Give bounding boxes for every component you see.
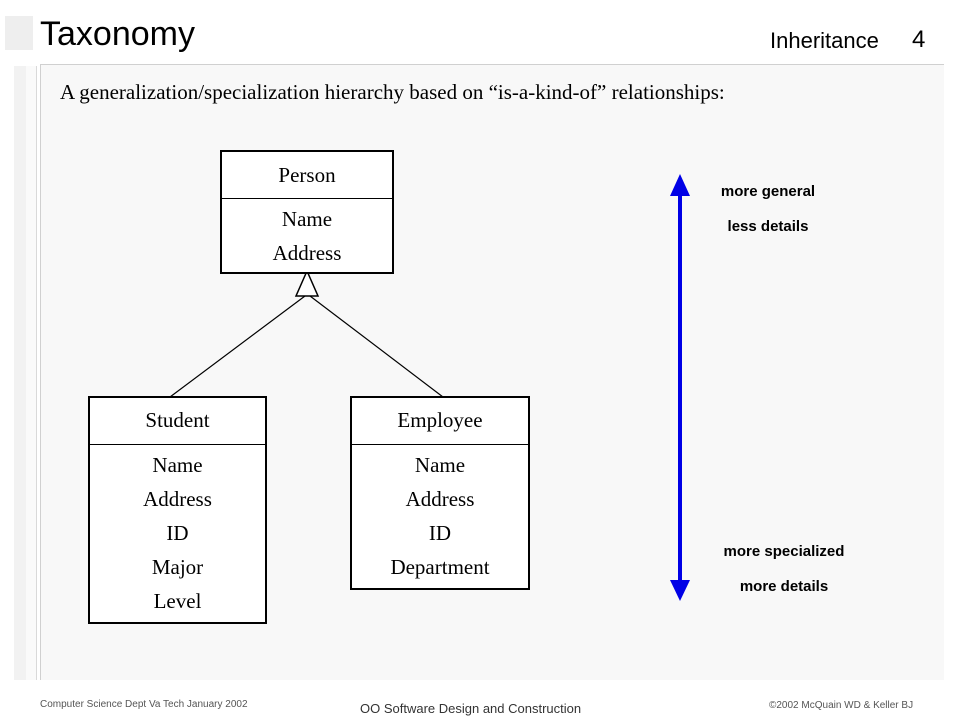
class-employee-name: Employee [352,398,528,445]
slide-number: 4 [912,26,926,53]
label-less-details: less details [727,218,809,235]
attribute: Department [390,555,490,579]
attribute: Name [414,453,466,477]
slide-title: Taxonomy [40,15,195,53]
left-margin-bar-inner [26,66,37,680]
class-employee-attributes: Name Address ID Department [352,445,528,584]
class-person: Person Name Address [220,150,394,274]
attribute: ID [428,521,452,545]
attribute: ID [166,521,189,545]
generalization-triangle [294,269,320,297]
corner-decoration [5,16,33,50]
footer-copyright: ©2002 McQuain WD & Keller BJ [769,700,914,711]
connector-employee [309,295,444,398]
footer-course: OO Software Design and Construction [360,701,582,716]
slide-topic: Inheritance [770,28,879,53]
generality-double-arrow [670,174,690,601]
class-employee: Employee Name Address ID Department [350,396,530,590]
class-person-name: Person [222,152,392,199]
attribute: Name [281,207,333,231]
slide-subtitle: A generalization/specialization hierarch… [60,80,725,104]
attribute: Level [153,589,202,613]
attribute: Address [143,487,212,511]
label-more-details: more details [739,578,829,595]
class-student: Student Name Address ID Major Level [88,396,267,624]
class-person-attributes: Name Address [222,199,392,270]
attribute: Name [152,453,203,477]
label-more-general: more general [720,183,816,200]
class-student-attributes: Name Address ID Major Level [90,445,265,618]
attribute: Address [272,241,342,265]
attribute: Major [151,555,204,579]
footer-department: Computer Science Dept Va Tech January 20… [40,699,248,710]
label-more-specialized: more specialized [723,543,845,560]
class-student-name: Student [90,398,265,445]
connector-student [169,295,306,398]
attribute: Address [405,487,475,511]
